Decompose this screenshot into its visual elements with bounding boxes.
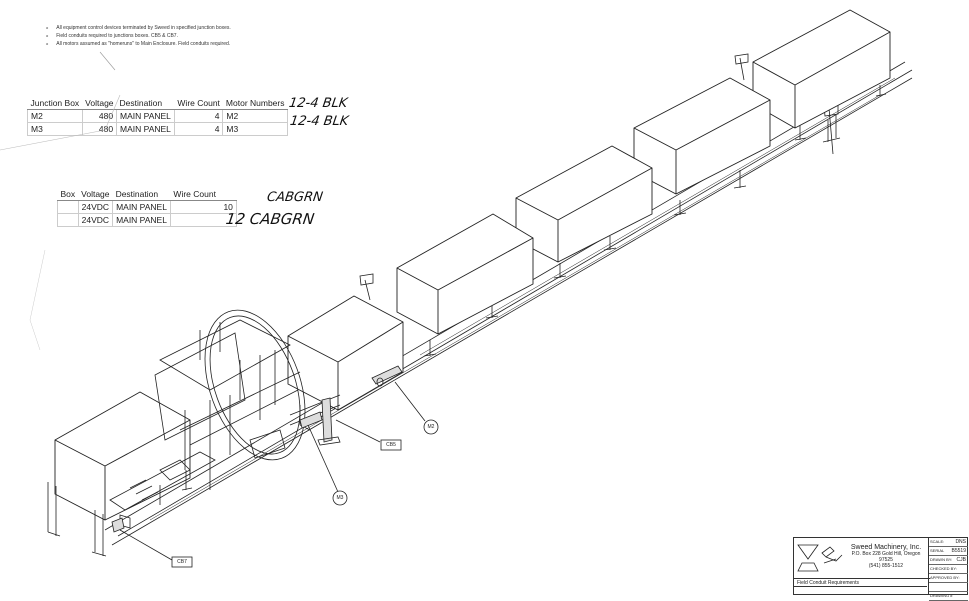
drawing-description: Field Conduit Requirements — [794, 578, 930, 587]
junction-box-cb7 — [111, 517, 193, 568]
field-scale: SCALE:DNS — [929, 539, 968, 547]
cell-box: M3 — [27, 122, 83, 136]
table-row: 24VDC MAIN PANEL — [57, 213, 237, 227]
control-wiring-table: Box Voltage Destination Wire Count 24VDC… — [57, 188, 237, 227]
callout-cb7: CB7 — [177, 559, 187, 565]
motor-m3 — [299, 411, 348, 506]
motor-m2 — [371, 365, 439, 435]
table-header-row: Junction Box Voltage Destination Wire Co… — [27, 97, 288, 110]
field-approved-by: APPROVED BY: — [929, 574, 968, 583]
table-row: M3 480 MAIN PANEL 4 M3 — [27, 122, 288, 136]
title-block: Sweed Machinery, Inc. P.O. Box 228 Gold … — [793, 537, 968, 601]
infeed-frame — [47, 451, 216, 557]
cell-motor: M3 — [222, 122, 288, 136]
note-2: Field conduits required to junctions box… — [46, 32, 231, 40]
cell-wire-count: 10 — [169, 200, 237, 214]
cell-destination: MAIN PANEL — [116, 122, 175, 136]
callout-cb5: CB5 — [386, 442, 396, 448]
general-notes: All equipment control devices terminated… — [46, 24, 231, 48]
description-line-2 — [794, 586, 927, 594]
company-info: Sweed Machinery, Inc. P.O. Box 228 Gold … — [846, 544, 926, 569]
note-3: All motors assumed as "homeruns" to Main… — [46, 40, 231, 48]
conveyor-frame — [104, 53, 913, 546]
callout-m3: M3 — [336, 495, 344, 501]
motor-wiring-table: Junction Box Voltage Destination Wire Co… — [27, 97, 288, 136]
cell-voltage: 24VDC — [77, 213, 114, 227]
company-logo-icon — [797, 544, 843, 572]
carton-boxes — [54, 9, 891, 521]
junction-box-cb5 — [317, 397, 402, 451]
company-address: P.O. Box 228 Gold Hill, Oregon 97525 — [851, 551, 921, 563]
table-header-row: Box Voltage Destination Wire Count — [57, 188, 237, 201]
table-row: 24VDC MAIN PANEL 10 — [57, 200, 237, 214]
field-blank — [929, 583, 968, 592]
note-1: All equipment control devices terminated… — [46, 24, 231, 32]
company-phone: (541) 855-1512 — [868, 563, 904, 569]
field-checked-by: CHECKED BY: — [929, 565, 968, 574]
callout-m2: M2 — [427, 424, 435, 430]
field-drawn-by: DRAWN BY:CJB — [929, 557, 968, 565]
cell-wire-count — [169, 213, 237, 227]
company-name: Sweed Machinery, Inc. — [850, 544, 922, 551]
